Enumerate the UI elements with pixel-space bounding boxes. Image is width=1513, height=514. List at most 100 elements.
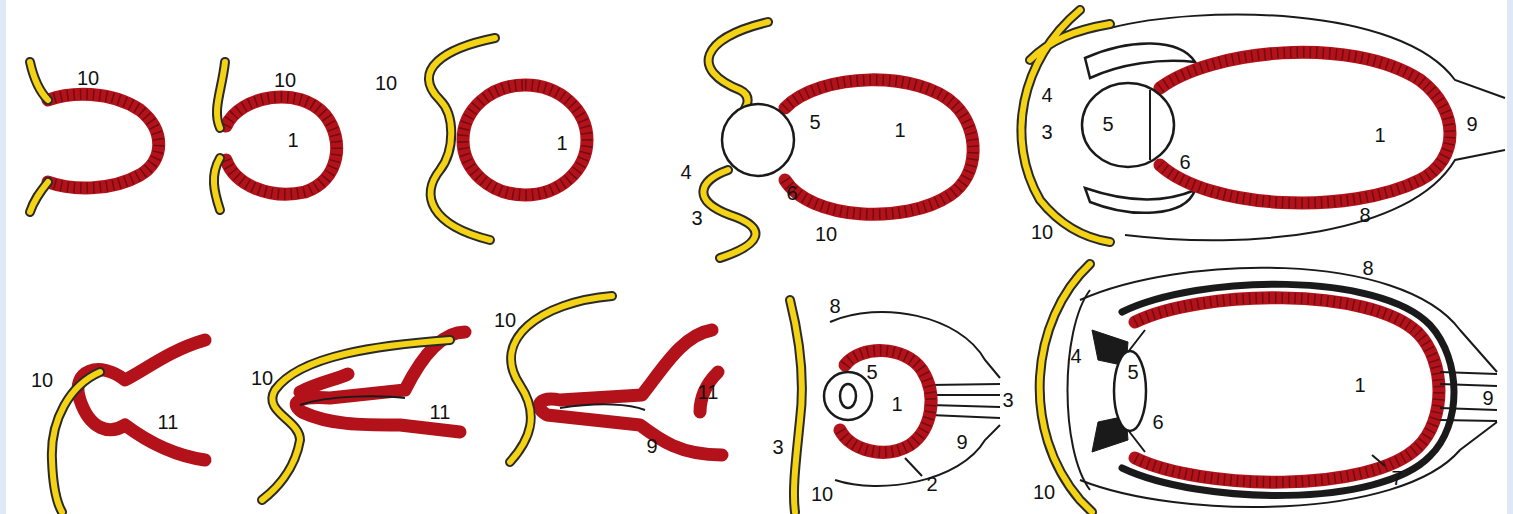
optic-nerve (930, 384, 1000, 418)
edge-band (0, 0, 6, 514)
optic-vesicle (226, 97, 337, 194)
lens-vesicle (722, 104, 794, 176)
callout-number: 1 (556, 133, 567, 153)
callout-number: 10 (1031, 222, 1053, 242)
cell-layer (1135, 298, 1439, 482)
optic-cup (785, 80, 973, 214)
cell-layer (463, 85, 587, 195)
lens (824, 372, 872, 420)
callout-number: 5 (809, 112, 820, 132)
optic-cup (1160, 52, 1450, 203)
callout-number: 10 (77, 68, 99, 88)
ectoderm-outline (52, 372, 100, 512)
callout-number: 2 (926, 474, 937, 494)
callout-number: 7 (1391, 468, 1402, 488)
ectoderm (262, 340, 450, 500)
callout-number: 4 (680, 162, 691, 182)
cell-layer (1160, 52, 1450, 203)
sclera (830, 312, 1000, 486)
eye-section-small (790, 300, 1000, 512)
callout-number: 9 (646, 436, 657, 456)
ectoderm-outline (30, 62, 48, 212)
lens (1114, 351, 1146, 431)
callout-number: 5 (866, 362, 877, 382)
optic-cup-section-1 (52, 340, 205, 512)
callout-number: 1 (1374, 125, 1385, 145)
leader-line (905, 458, 922, 476)
callout-number: 4 (1041, 85, 1052, 105)
inner-layer (300, 396, 405, 405)
callout-number: 3 (772, 437, 783, 457)
optic-cup-section-2 (262, 332, 465, 500)
callout-number: 6 (1179, 152, 1190, 172)
inner-layer (560, 404, 645, 410)
callout-number: 8 (1362, 258, 1373, 278)
cell-layer (785, 80, 973, 214)
lower-fold (1085, 188, 1195, 213)
callout-number: 5 (1102, 114, 1113, 134)
optic-cup-section-3 (510, 296, 722, 462)
leader-line (1372, 455, 1385, 466)
lens-placode (300, 374, 348, 392)
callout-number: 10 (375, 73, 397, 93)
optic-cup (78, 340, 205, 460)
callout-number: 10 (815, 224, 837, 244)
ectoderm-outline (1021, 10, 1110, 242)
callout-number: 3 (691, 208, 702, 228)
callout-number: 10 (31, 370, 53, 390)
eye-section-final (1040, 264, 1497, 512)
cell-layer (48, 94, 159, 188)
ectoderm-outline (1040, 264, 1092, 512)
callout-number: 1 (891, 394, 902, 414)
callout-number: 11 (430, 402, 451, 422)
edge-band (1507, 0, 1513, 514)
lens-line (1149, 90, 1151, 160)
cell-layer (226, 97, 337, 194)
neuroectoderm (48, 94, 159, 188)
callout-number: 9 (1482, 388, 1493, 408)
optic-vesicle-stage-3 (429, 38, 587, 240)
ectoderm-outline (790, 300, 802, 512)
callout-number: 11 (158, 412, 179, 432)
callout-number: 8 (1359, 205, 1370, 225)
callout-number: 3 (1041, 122, 1052, 142)
ectoderm (1021, 10, 1110, 242)
callout-number: 6 (1152, 412, 1163, 432)
callout-number: 1 (894, 120, 905, 140)
callout-number: 10 (274, 70, 296, 90)
ectoderm (429, 38, 495, 240)
callout-number: 10 (1033, 482, 1055, 502)
callout-number: 6 (786, 183, 797, 203)
ectoderm-outline (214, 62, 225, 210)
optic-vesicle (463, 85, 587, 195)
cell-layer (840, 351, 931, 453)
ectoderm-outline (510, 296, 612, 462)
choroid (1122, 284, 1454, 495)
ectoderm (510, 296, 612, 462)
lens-vesicle-stage (703, 22, 973, 258)
callout-number: 1 (1354, 375, 1365, 395)
ectoderm-outline (429, 38, 495, 240)
ectoderm (30, 62, 48, 212)
callout-number: 1 (287, 130, 298, 150)
ectoderm (790, 300, 802, 512)
lens-nucleus (840, 384, 856, 408)
callout-number: 5 (1127, 362, 1138, 382)
callout-number: 9 (1466, 114, 1477, 134)
ectoderm (1040, 264, 1092, 512)
ectoderm (52, 372, 100, 512)
optic-vesicle-stage-1 (30, 62, 159, 212)
ciliary-fibres (1128, 330, 1145, 452)
callout-number: 10 (494, 310, 516, 330)
lens (1082, 83, 1174, 167)
cornea (1068, 290, 1091, 490)
callout-number: 9 (956, 432, 967, 452)
retina (1135, 298, 1439, 482)
callout-number: 11 (698, 382, 719, 402)
sclera (1080, 268, 1497, 507)
callout-number: 3 (1002, 390, 1013, 410)
optic-cup (539, 330, 722, 455)
